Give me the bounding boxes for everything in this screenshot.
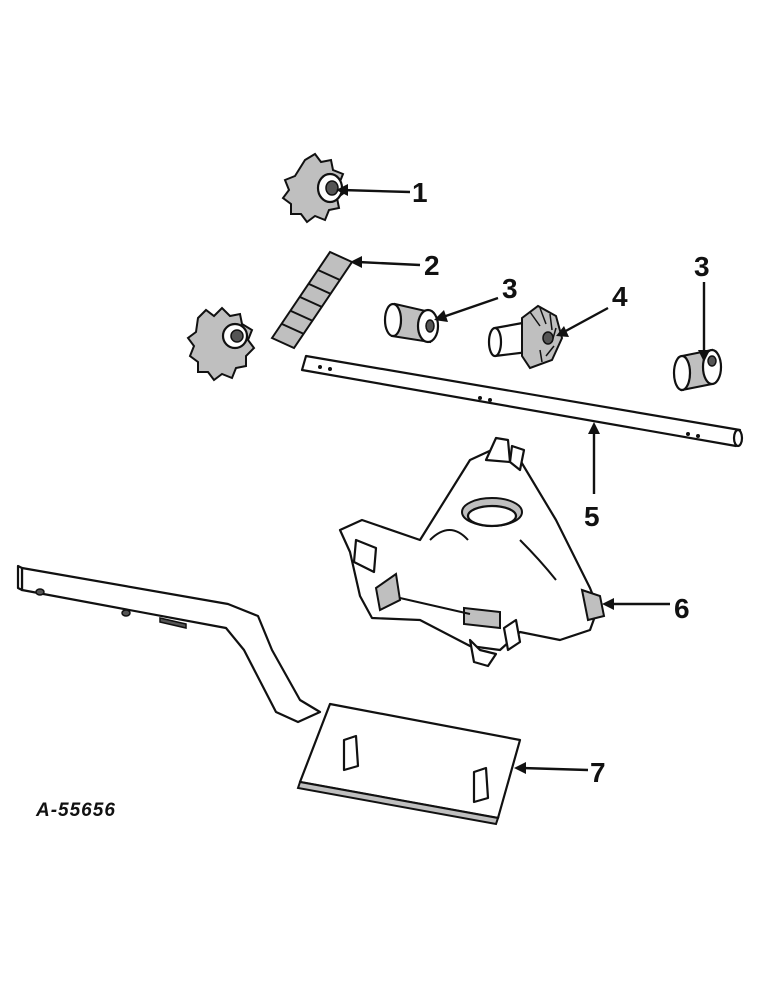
leader-7-arrowhead [514, 762, 526, 774]
leader-lines [336, 184, 710, 774]
callout-7: 7 [590, 757, 606, 788]
leader-4-arrowhead [556, 326, 569, 337]
leader-3a-arrowhead [434, 310, 448, 322]
leader-7 [521, 766, 589, 772]
roller-chain-icon [270, 250, 354, 350]
leader-6-arrowhead [602, 598, 614, 610]
shaft-icon [300, 354, 744, 448]
callout-5: 5 [584, 501, 600, 532]
callout-3a: 3 [502, 273, 518, 304]
callout-3b: 3 [694, 251, 710, 282]
bushing-icon [672, 348, 723, 392]
callout-4: 4 [612, 281, 628, 312]
callout-2: 2 [424, 250, 440, 281]
leader-1-arrowhead [336, 184, 348, 196]
leader-2 [357, 260, 421, 267]
bushing-icon [383, 302, 440, 344]
leader-4 [561, 306, 609, 335]
leader-2-arrowhead [350, 256, 362, 268]
housing-icon [338, 436, 606, 668]
leader-5-arrowhead [588, 422, 600, 434]
leader-3b-arrowhead [698, 350, 710, 362]
sprocket-icon [281, 152, 347, 224]
callout-6: 6 [674, 593, 690, 624]
sprocket-icon [186, 306, 256, 382]
bevel-gear-icon [487, 304, 564, 370]
leader-3a [439, 296, 499, 320]
leader-1 [341, 188, 411, 194]
mounting-bracket-icon [16, 564, 522, 826]
drawing-reference: A-55656 [35, 800, 116, 821]
callout-1: 1 [412, 177, 428, 208]
